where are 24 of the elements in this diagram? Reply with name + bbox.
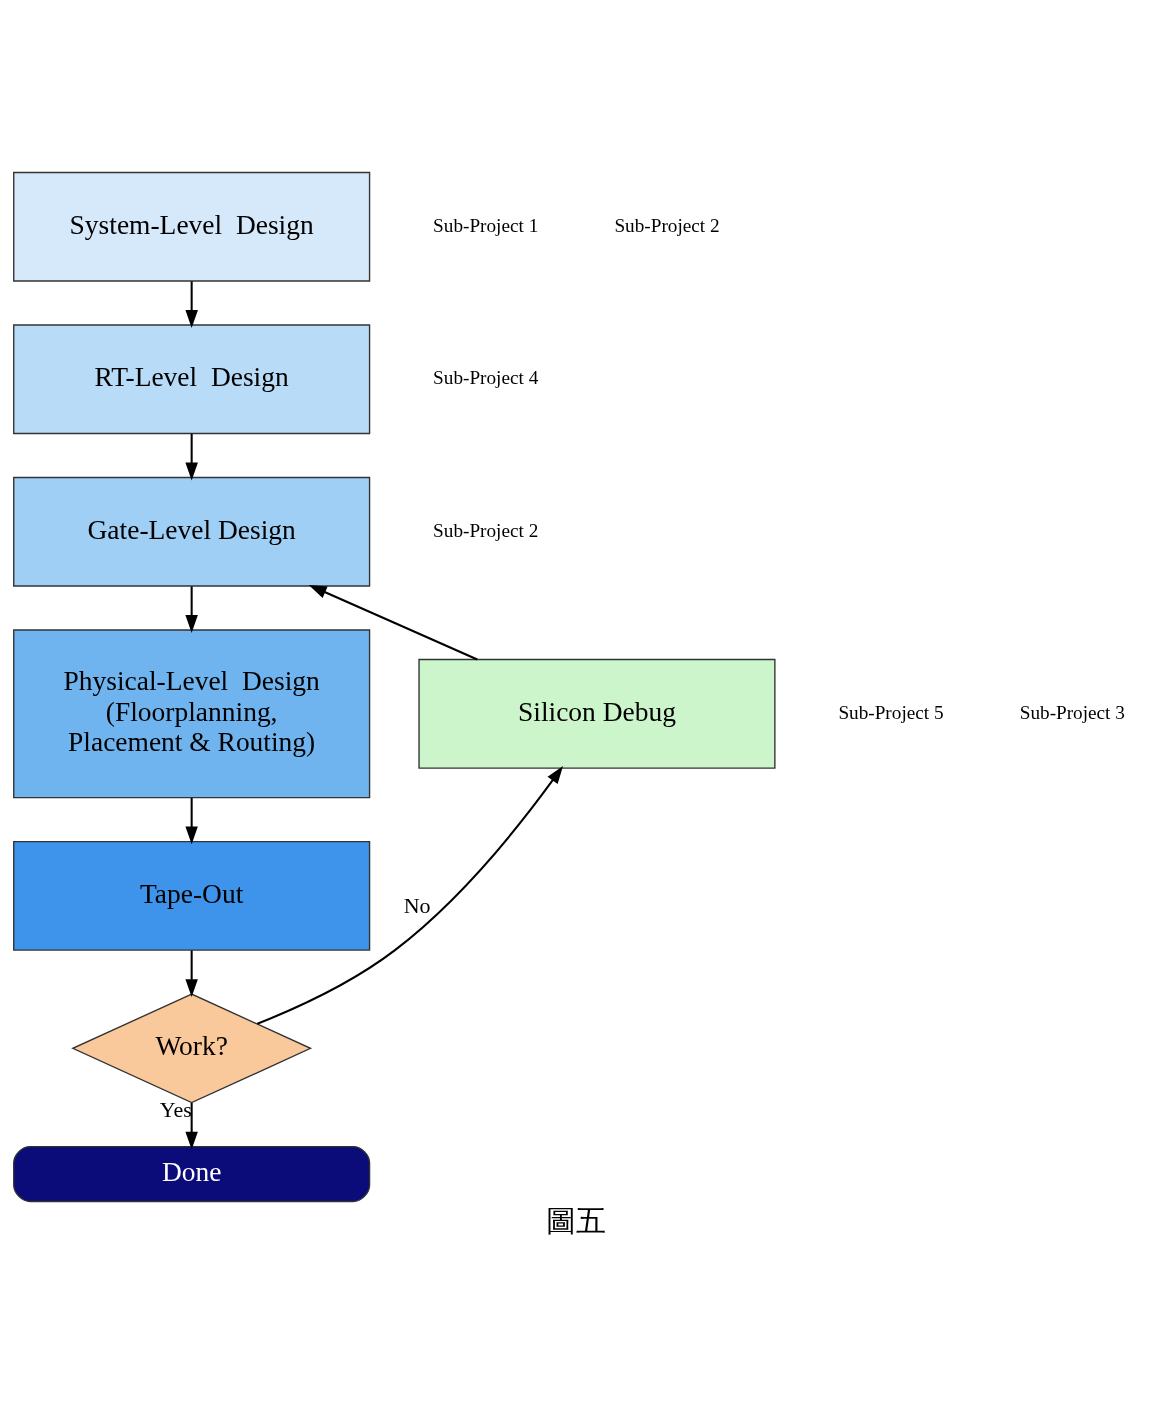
node-diamond: Work? <box>71 992 313 1103</box>
arrow <box>185 585 198 633</box>
node-box: Physical-Level Design (Floorplanning, Placement & Routing) <box>13 628 371 798</box>
node-box: RT-Level Design <box>13 323 371 434</box>
label: Sub-Project 2 <box>433 519 539 541</box>
label: Sub-Project 3 <box>1019 701 1125 723</box>
node-box: Gate-Level Design <box>13 476 371 587</box>
node-box: Done <box>13 1145 371 1202</box>
label: Sub-Project 2 <box>614 214 720 236</box>
arrow <box>256 765 564 1025</box>
node-box: Tape-Out <box>13 840 371 951</box>
arrow <box>185 797 198 844</box>
edge-label: No <box>403 892 431 918</box>
caption: 圖五 <box>546 1203 606 1238</box>
arrow <box>185 280 198 328</box>
arrow <box>308 584 478 660</box>
label: Sub-Project 1 <box>433 214 539 236</box>
node-box: System-Level Design <box>13 171 371 282</box>
node-box: Silicon Debug <box>418 658 776 769</box>
arrow <box>185 1102 198 1150</box>
arrow <box>185 949 198 997</box>
label: Sub-Project 5 <box>838 701 944 723</box>
label: Sub-Project 4 <box>433 366 539 388</box>
arrow <box>185 433 198 480</box>
